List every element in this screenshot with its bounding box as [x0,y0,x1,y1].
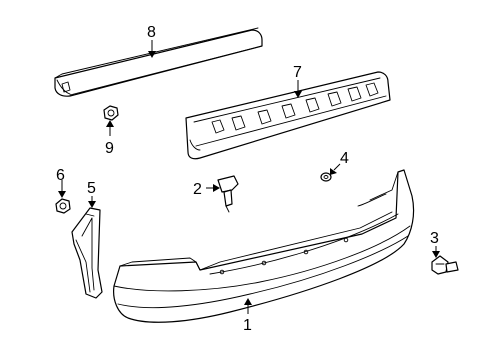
callout-2: 2 [193,181,202,198]
part-4-grommet [320,172,332,182]
part-3-bolt [431,255,459,275]
part-1-bumper-cover [113,169,415,323]
leader-lines [58,40,440,314]
part-2-retainer [217,175,239,213]
part-8-absorber [54,27,263,97]
callout-5: 5 [87,180,96,197]
part-5-bracket [71,207,103,299]
part-6-nut [55,198,71,214]
callout-7: 7 [293,64,302,81]
part-7-reinforcement [185,71,391,160]
part-9-nut [103,105,119,121]
callout-3: 3 [430,230,439,247]
callouts: 8 7 9 4 2 6 5 3 1 [56,24,439,334]
callout-8: 8 [147,24,156,41]
callout-9: 9 [105,140,114,157]
callout-1: 1 [243,317,252,334]
callout-4: 4 [340,150,349,167]
callout-6: 6 [56,167,65,184]
